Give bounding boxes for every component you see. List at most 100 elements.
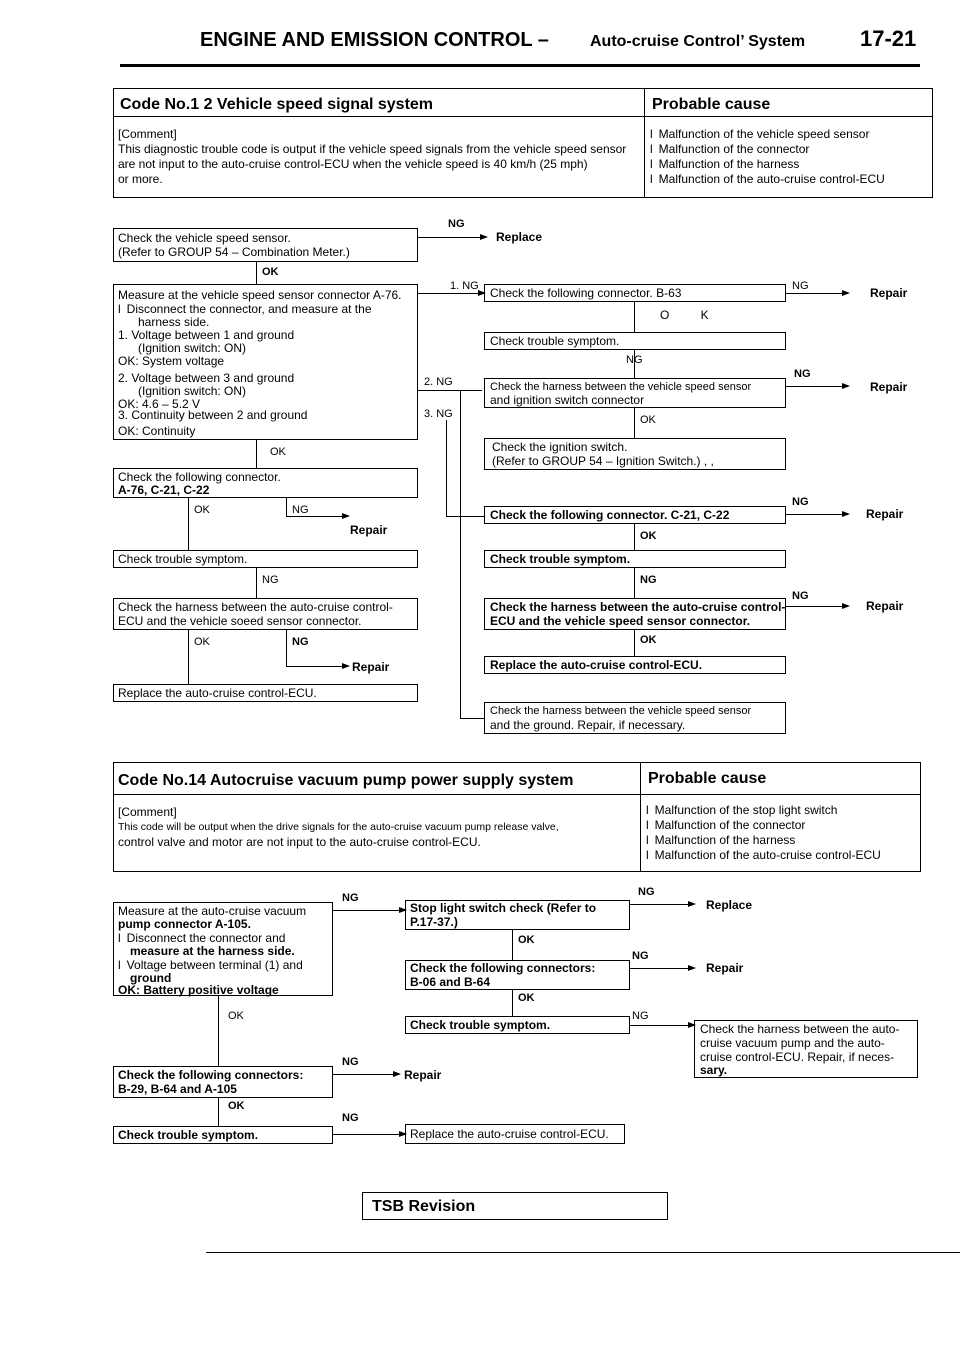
text: Check the following connector. B-63 xyxy=(490,286,682,300)
replace-label: Replace xyxy=(496,230,543,244)
text: and ignition switch connector xyxy=(490,393,645,407)
text: sary. xyxy=(700,1063,728,1077)
arrowhead xyxy=(688,965,696,971)
arrowhead xyxy=(480,234,488,240)
ok-label: OK xyxy=(194,636,210,648)
arrow-line xyxy=(630,901,696,907)
arrowhead xyxy=(842,511,850,517)
text: Check the harness between the vehicle sp… xyxy=(490,381,752,393)
arrowhead xyxy=(842,383,850,389)
text: (Refer to GROUP 54 – Ignition Switch.) ,… xyxy=(492,454,714,468)
box-stop-light xyxy=(405,900,630,930)
arrow-line xyxy=(286,663,350,669)
flow-line xyxy=(634,408,635,438)
text: Replace the auto-cruise control-ECU. xyxy=(118,686,317,700)
replace-label: Replace xyxy=(706,898,753,912)
ng-label: NG xyxy=(342,1056,359,1068)
flow-line xyxy=(634,630,635,656)
arrowhead xyxy=(399,1131,407,1137)
tsb-label: TSB Revision xyxy=(372,1198,476,1215)
arrowhead xyxy=(842,603,850,609)
text: Replace the auto-cruise control-ECU. xyxy=(410,1127,609,1141)
box-measure xyxy=(113,284,418,440)
ok-label: OK xyxy=(640,530,657,542)
text: Check the ignition switch. xyxy=(492,440,628,454)
flow-line xyxy=(188,498,189,550)
text: Replace the auto-cruise control-ECU. xyxy=(490,658,703,672)
box-harness-ecu-left xyxy=(113,598,418,630)
ng-label: NG xyxy=(292,636,309,648)
arrow-line xyxy=(630,1022,696,1028)
text: (Ignition switch: ON) xyxy=(138,384,247,398)
box-trouble-2b xyxy=(113,1126,333,1144)
code1-table-divider xyxy=(113,116,933,117)
arrowhead xyxy=(478,290,486,296)
text: Disconnect the connector and xyxy=(118,932,286,945)
box-replace-ecu-2 xyxy=(405,1124,625,1144)
text: Check the harness between the vehicle sp… xyxy=(490,705,752,717)
flow-line xyxy=(256,568,257,598)
flow-line xyxy=(634,524,635,550)
repair-label: Repair xyxy=(352,660,390,674)
box-check-harness-ign xyxy=(484,378,786,408)
code14-cause: Malfunction of the harness xyxy=(646,834,796,847)
code14-table-vdivider xyxy=(640,762,641,872)
repair-label: Repair xyxy=(870,286,908,300)
repair-label: Repair xyxy=(866,599,904,613)
text: Disconnect the connector, and measure at… xyxy=(118,303,372,316)
ng-label: NG xyxy=(794,368,811,380)
header-title: ENGINE AND EMISSION CONTROL – xyxy=(200,29,549,51)
code1-comment-line: are not input to the auto-cruise control… xyxy=(118,157,588,171)
code14-table xyxy=(113,762,921,872)
arrow-line xyxy=(333,1071,401,1077)
code14-comment-label: [Comment] xyxy=(118,805,177,819)
flow-line xyxy=(256,440,257,468)
text: Voltage between terminal (1) and xyxy=(118,959,303,972)
header-rule xyxy=(120,64,920,67)
flow-line xyxy=(634,350,635,378)
code14-comment-line: This code will be output when the drive … xyxy=(118,821,559,833)
box-measure-pump xyxy=(113,902,333,996)
text: cruise control-ECU. Repair, if neces- xyxy=(700,1050,895,1064)
code1-cause-heading: Probable cause xyxy=(652,96,771,113)
box-check-ign-switch xyxy=(484,438,786,470)
tsb-box xyxy=(362,1192,668,1220)
box-check-b63 xyxy=(484,284,786,302)
code1-table xyxy=(113,88,933,198)
arrow-line xyxy=(418,234,488,240)
text: Check trouble symptom. xyxy=(490,552,631,566)
ok-label: O K xyxy=(660,308,723,322)
ok-label: OK xyxy=(228,1010,244,1022)
ok-label: OK xyxy=(228,1100,245,1112)
arrowhead xyxy=(688,1022,696,1028)
text: A-76, C-21, C-22 xyxy=(118,483,210,497)
flow-line xyxy=(256,262,257,284)
arrow-line xyxy=(786,603,850,609)
ng-label: 2. NG xyxy=(424,376,453,388)
text: Check the following connector. C-21, C-2… xyxy=(490,508,730,522)
flow-line xyxy=(512,990,513,1016)
text: cruise vacuum pump and the auto- xyxy=(700,1036,885,1050)
ng-label: NG xyxy=(632,950,649,962)
text: Check the vehicle speed sensor. xyxy=(118,231,291,245)
ng-label: NG xyxy=(448,218,465,230)
repair-label: Repair xyxy=(350,523,388,537)
arrowhead xyxy=(342,663,350,669)
arrow-line xyxy=(418,290,486,296)
text: (Ignition switch: ON) xyxy=(138,341,247,355)
box-replace-ecu-right xyxy=(484,656,786,674)
text: ground xyxy=(130,971,172,985)
flow-line xyxy=(446,516,484,517)
flow-line xyxy=(218,1098,219,1126)
header-subtitle: Auto-cruise Control’ System xyxy=(590,33,806,50)
arrow-line xyxy=(786,383,850,389)
code14-cause: Malfunction of the auto-cruise control-E… xyxy=(646,849,881,862)
text: Check the harness between the auto-cruis… xyxy=(118,600,393,614)
box-check-conns-right xyxy=(484,506,786,524)
code14-cause: Malfunction of the stop light switch xyxy=(646,804,838,817)
ok-label: OK xyxy=(640,634,657,646)
flow-line xyxy=(446,420,447,516)
flow-line xyxy=(286,498,287,516)
box-trouble-left xyxy=(113,550,418,568)
text: OK: 4.6 – 5.2 V xyxy=(118,397,201,411)
